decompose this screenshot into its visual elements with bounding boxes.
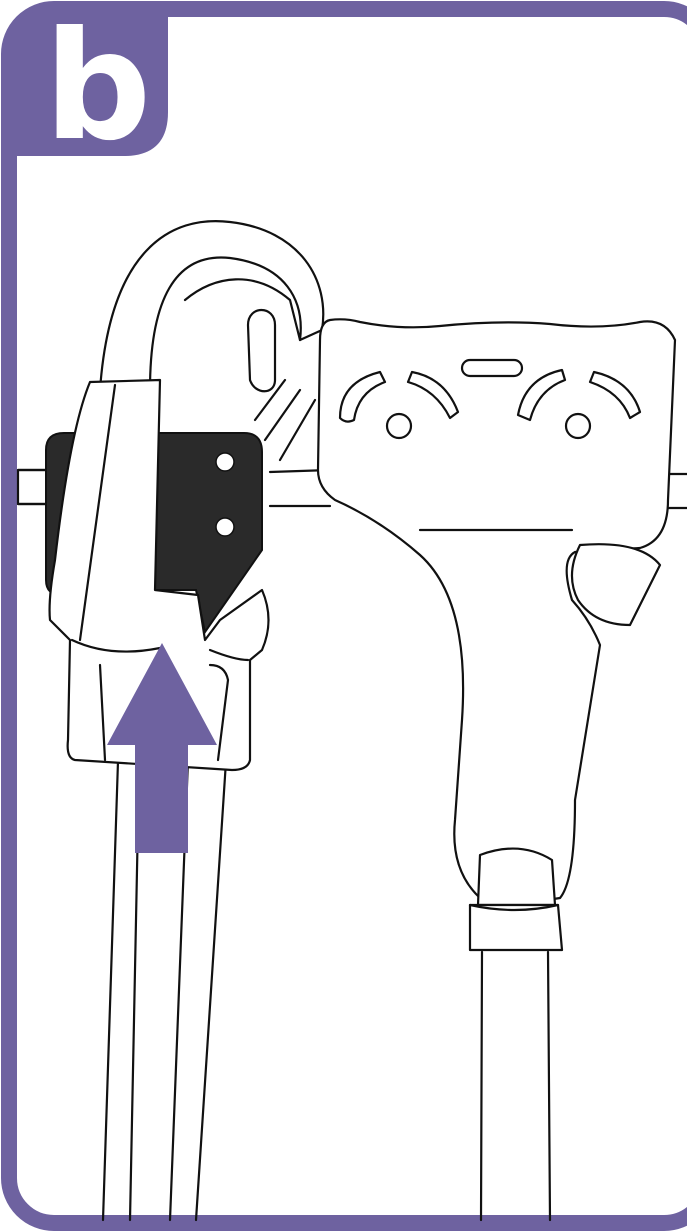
rivet <box>216 518 234 536</box>
handle-ascender <box>318 319 675 1220</box>
rivet <box>216 453 234 471</box>
step-letter: b <box>44 0 151 174</box>
